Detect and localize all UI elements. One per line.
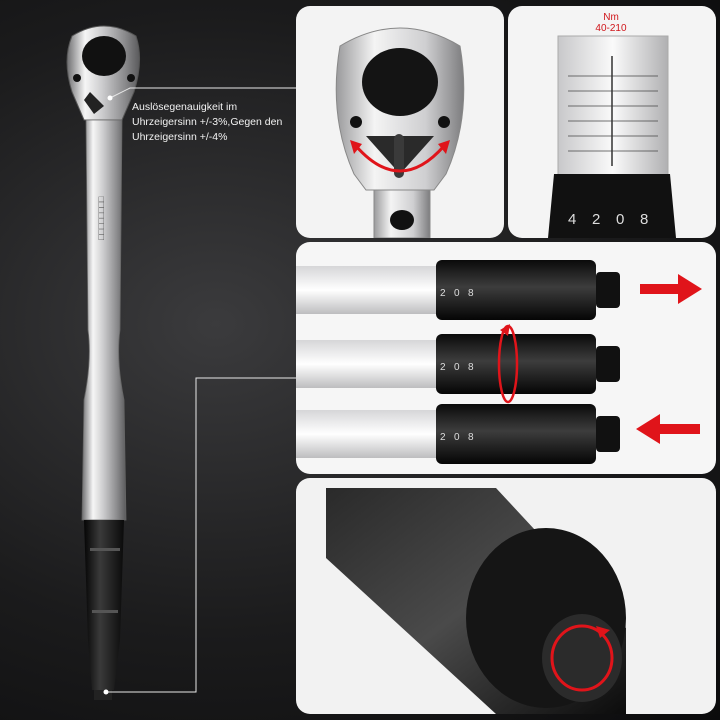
svg-text:4: 4	[568, 211, 576, 228]
svg-text:2: 2	[440, 288, 446, 299]
svg-text:8: 8	[468, 288, 474, 299]
arrow-left-icon	[636, 414, 700, 444]
ratchet-head-panel	[296, 6, 504, 238]
svg-text:2: 2	[440, 362, 446, 373]
knob-closeup-panel	[296, 478, 716, 714]
svg-text:0: 0	[454, 432, 460, 443]
svg-text:2: 2	[440, 432, 446, 443]
svg-text:0: 0	[454, 288, 460, 299]
scale-unit: Nm	[603, 12, 619, 23]
svg-text:2: 2	[592, 211, 600, 228]
arrow-right-icon	[640, 274, 702, 304]
svg-text:8: 8	[640, 211, 648, 228]
brand-engraving: □□□□□□□□	[96, 196, 106, 240]
rotate-arrow-icon	[550, 624, 614, 692]
accuracy-callout: Auslösegenauigkeit im Uhrzeigersinn +/-3…	[132, 101, 283, 143]
scale-range: 40-210	[595, 23, 627, 34]
svg-text:8: 8	[468, 362, 474, 373]
svg-text:0: 0	[454, 362, 460, 373]
svg-text:0: 0	[616, 211, 624, 228]
rotate-arrow-icon	[354, 145, 446, 173]
svg-text:8: 8	[468, 432, 474, 443]
